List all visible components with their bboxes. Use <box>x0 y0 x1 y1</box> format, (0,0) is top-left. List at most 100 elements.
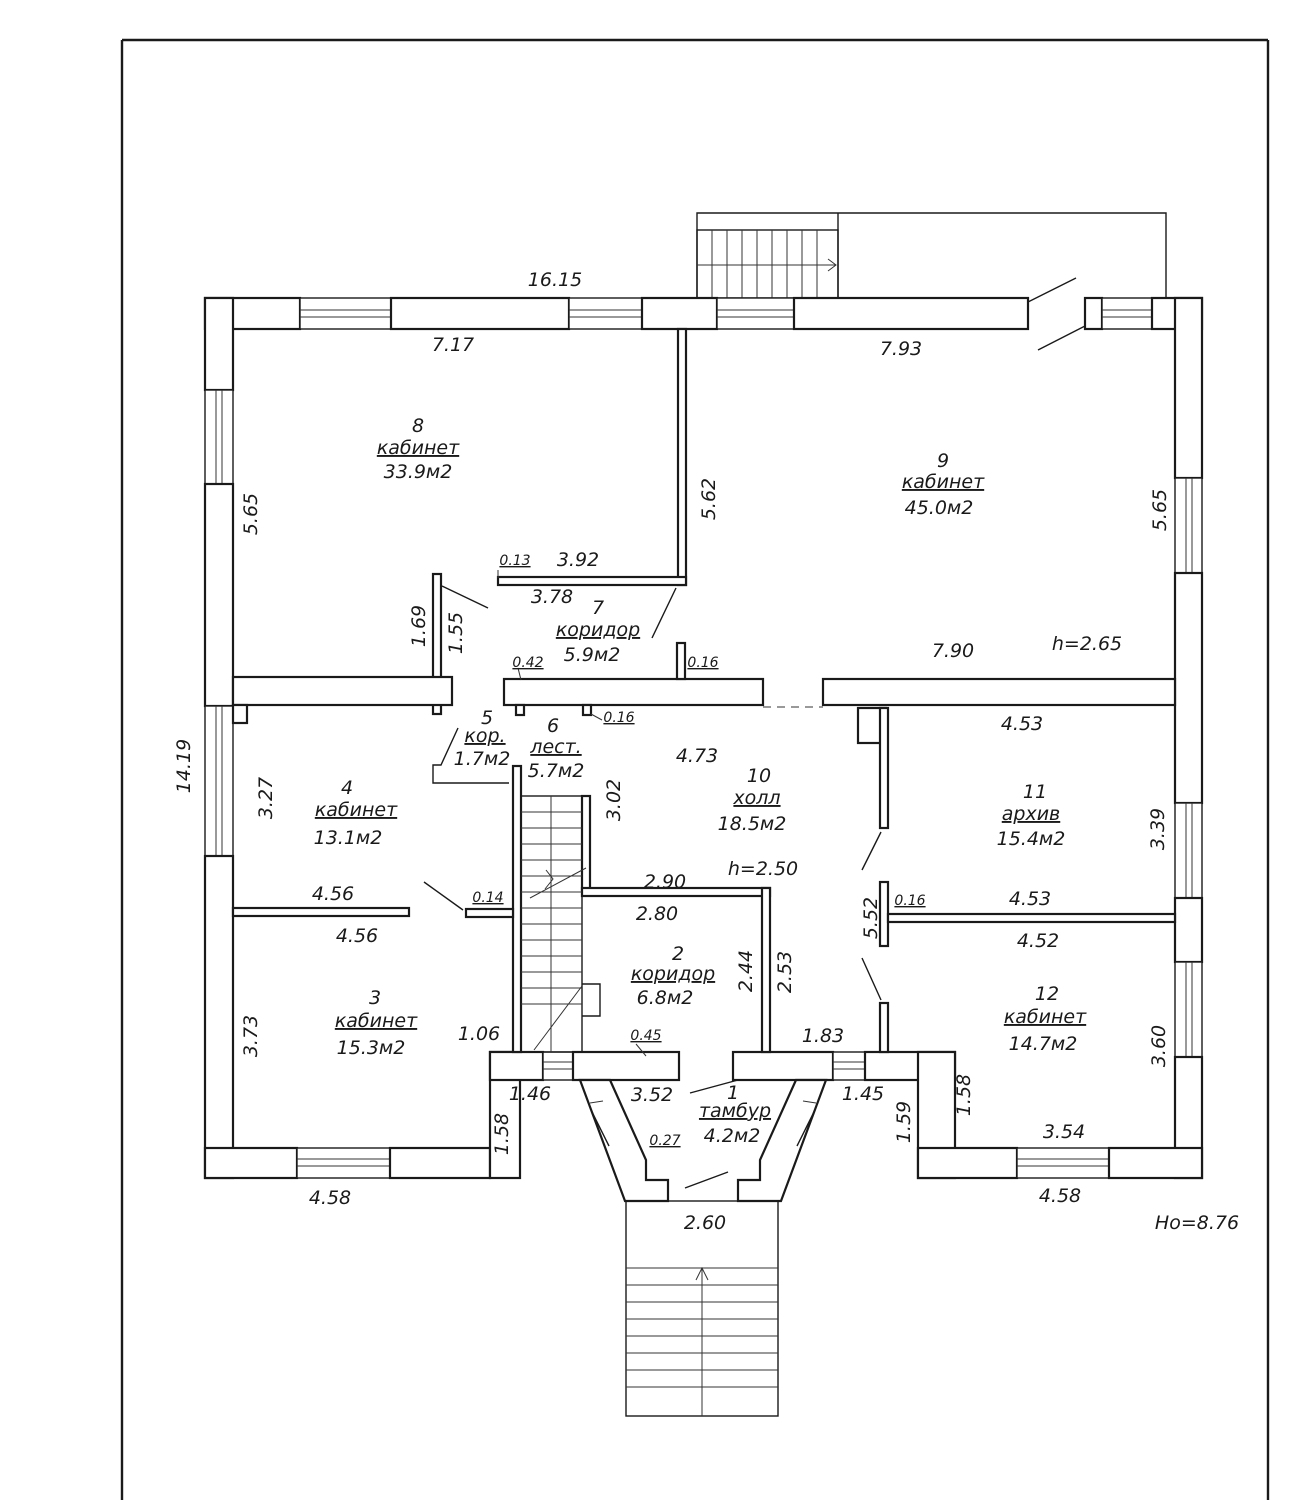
room-label-6: 6 лест. 5.7м2 <box>528 715 585 782</box>
room-number: 12 <box>1035 983 1059 1005</box>
dim-label: 7.90 <box>932 640 974 662</box>
dim-label: 7.17 <box>432 334 474 356</box>
dimension-labels: 16.15 7.17 7.93 5.65 5.62 5.65 0.13 3.92… <box>173 269 1239 1234</box>
room-label-12: 12 кабинет 14.7м2 <box>1004 983 1087 1055</box>
dim-label: 1.83 <box>802 1025 844 1047</box>
rear-porch <box>696 212 1167 299</box>
dim-label: 0.42 <box>512 655 543 671</box>
dim-label: 4.53 <box>1001 713 1043 735</box>
room-labels: 8 кабинет 33.9м2 9 кабинет 45.0м2 7 кори… <box>314 415 1087 1147</box>
interior-walls <box>231 327 1177 1054</box>
room-name: архив <box>1002 803 1061 825</box>
room-label-3: 3 кабинет 15.3м2 <box>335 987 418 1059</box>
dim-label: 3.39 <box>1147 808 1169 850</box>
dim-label: 5.62 <box>698 478 720 520</box>
room-area: 15.4м2 <box>997 828 1066 850</box>
vestibule <box>571 1050 828 1203</box>
dim-label: 16.15 <box>528 269 582 291</box>
room-number: 6 <box>547 715 559 737</box>
dim-label: 5.52 <box>860 897 882 939</box>
dim-label: 5.65 <box>1149 489 1171 531</box>
room-name: коридор <box>556 619 640 641</box>
dim-label: 1.59 <box>893 1101 915 1143</box>
dim-label: 3.92 <box>557 549 599 571</box>
dim-label: 4.56 <box>312 883 354 905</box>
dim-label: 4.53 <box>1009 888 1051 910</box>
dim-label: 3.02 <box>603 779 625 821</box>
dim-label: 0.14 <box>472 890 503 906</box>
dim-label: 0.16 <box>603 710 634 726</box>
room-name: кабинет <box>1004 1006 1087 1028</box>
sheet-frame <box>120 38 1270 1500</box>
room-area: 45.0м2 <box>905 497 974 519</box>
room-number: 8 <box>412 415 424 437</box>
room-label-4: 4 кабинет 13.1м2 <box>314 777 398 849</box>
dim-label: h=2.50 <box>728 858 798 880</box>
dim-label: h=2.65 <box>1052 633 1122 655</box>
room-label-8: 8 кабинет 33.9м2 <box>377 415 460 483</box>
room-name: коридор <box>631 963 715 985</box>
room-label-2: 2 коридор 6.8м2 <box>631 943 715 1009</box>
room-area: 15.3м2 <box>337 1037 406 1059</box>
dim-label: 14.19 <box>173 739 195 793</box>
room-number: 7 <box>592 597 604 619</box>
interior-stair <box>520 795 601 1053</box>
dim-label: 1.58 <box>491 1113 513 1155</box>
dim-label: 1.06 <box>458 1023 500 1045</box>
room-name: холл <box>732 787 780 809</box>
dim-label: 4.73 <box>676 745 718 767</box>
dim-label: 0.45 <box>630 1028 661 1044</box>
dim-label: 4.56 <box>336 925 378 947</box>
door-swings <box>423 570 882 1189</box>
room-number: 1 <box>727 1082 739 1104</box>
room-label-10: 10 холл 18.5м2 <box>718 765 787 835</box>
room-area: 13.1м2 <box>314 827 383 849</box>
dim-label: 7.93 <box>880 338 922 360</box>
dim-label: 0.16 <box>894 893 925 909</box>
room-name: кор. <box>464 725 505 747</box>
front-stairs <box>625 1200 779 1417</box>
room-number: 3 <box>369 987 381 1009</box>
room-area: 14.7м2 <box>1009 1033 1078 1055</box>
dim-label: 3.52 <box>631 1084 673 1106</box>
room-label-7: 7 коридор 5.9м2 <box>556 597 640 666</box>
room-label-11: 11 архив 15.4м2 <box>997 781 1066 850</box>
room-name: кабинет <box>315 799 398 821</box>
dim-label: 4.58 <box>1039 1185 1081 1207</box>
room-label-9: 9 кабинет 45.0м2 <box>902 450 985 519</box>
room-label-5: 5 кор. 1.7м2 <box>454 707 511 770</box>
dim-label: 1.69 <box>408 605 430 647</box>
room-number: 2 <box>672 943 684 965</box>
dim-label: 3.60 <box>1148 1025 1170 1067</box>
room-area: 6.8м2 <box>637 987 694 1009</box>
room-number: 9 <box>937 450 949 472</box>
dim-label: 1.58 <box>953 1074 975 1116</box>
dim-label: 2.60 <box>684 1212 726 1234</box>
exterior-walls <box>203 277 1204 1180</box>
dim-label: 5.65 <box>240 493 262 535</box>
room-name: лест. <box>529 736 581 758</box>
room-name: кабинет <box>377 437 460 459</box>
dim-label: 3.78 <box>531 586 573 608</box>
room-label-1: 1 тамбур 4.2м2 <box>699 1082 771 1147</box>
room-area: 4.2м2 <box>704 1125 761 1147</box>
dim-label: 3.27 <box>255 777 277 819</box>
dim-label: 1.46 <box>509 1083 551 1105</box>
room-name: кабинет <box>902 471 985 493</box>
room-area: 33.9м2 <box>384 461 453 483</box>
dim-label: 2.53 <box>774 951 796 993</box>
dim-label: 4.52 <box>1017 930 1059 952</box>
dim-label: 3.73 <box>240 1015 262 1057</box>
dim-label: Ho=8.76 <box>1155 1212 1239 1234</box>
room-number: 10 <box>747 765 771 787</box>
dim-label: 1.45 <box>842 1083 884 1105</box>
room-name: тамбур <box>699 1100 771 1122</box>
room-area: 5.7м2 <box>528 760 585 782</box>
room-area: 1.7м2 <box>454 748 511 770</box>
dim-label: 0.27 <box>649 1133 680 1149</box>
room-area: 5.9м2 <box>564 644 621 666</box>
dim-label: 2.80 <box>636 903 678 925</box>
dim-label: 2.44 <box>735 950 757 992</box>
room-area: 18.5м2 <box>718 813 787 835</box>
